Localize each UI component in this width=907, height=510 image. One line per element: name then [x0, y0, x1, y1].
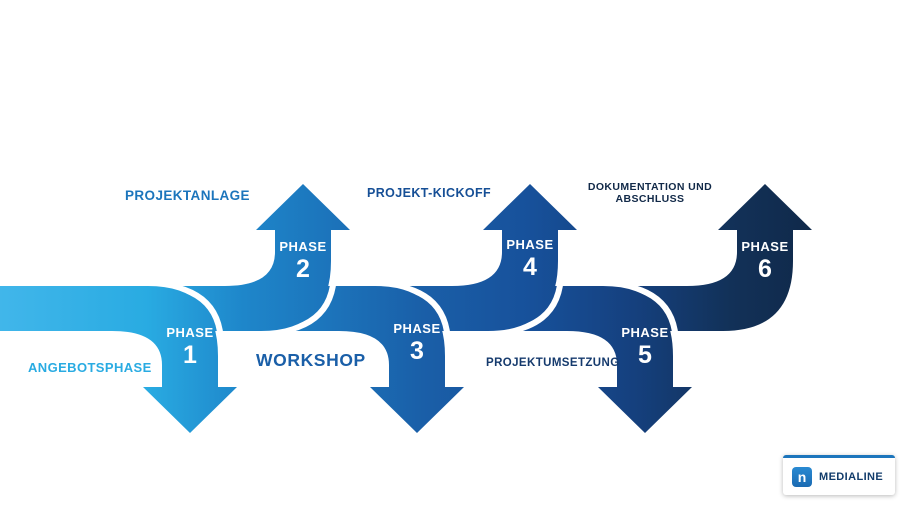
label-projektanlage: PROJEKTANLAGE — [125, 188, 250, 203]
ribbon-gap-5 — [597, 281, 679, 348]
phase-4-arrow — [452, 184, 577, 331]
label-projektumsetzung: PROJEKTUMSETZUNG — [486, 357, 620, 369]
ribbon-gap-1 — [142, 281, 224, 348]
ribbon-gap-3 — [369, 281, 451, 348]
medialine-logo-text: MEDIALINE — [819, 470, 884, 483]
phase-2-arrow — [225, 184, 350, 331]
phase-6-arrow — [687, 184, 812, 331]
phase-1-arrow — [112, 286, 237, 433]
label-angebotsphase: ANGEBOTSPHASE — [28, 360, 152, 375]
label-projekt-kickoff: PROJEKT-KICKOFF — [367, 186, 492, 200]
phase-3-arrow — [339, 286, 464, 433]
phase-5-arrow — [567, 286, 692, 433]
medialine-logo: n MEDIALINE — [783, 455, 895, 495]
label-dokumentation-abschluss: DOKUMENTATION UND ABSCHLUSS — [587, 181, 713, 206]
label-workshop: WORKSHOP — [256, 350, 366, 370]
ribbon-gap-4 — [482, 269, 564, 336]
medialine-n-icon: n — [792, 466, 812, 487]
ribbon-gap-2 — [255, 269, 337, 336]
